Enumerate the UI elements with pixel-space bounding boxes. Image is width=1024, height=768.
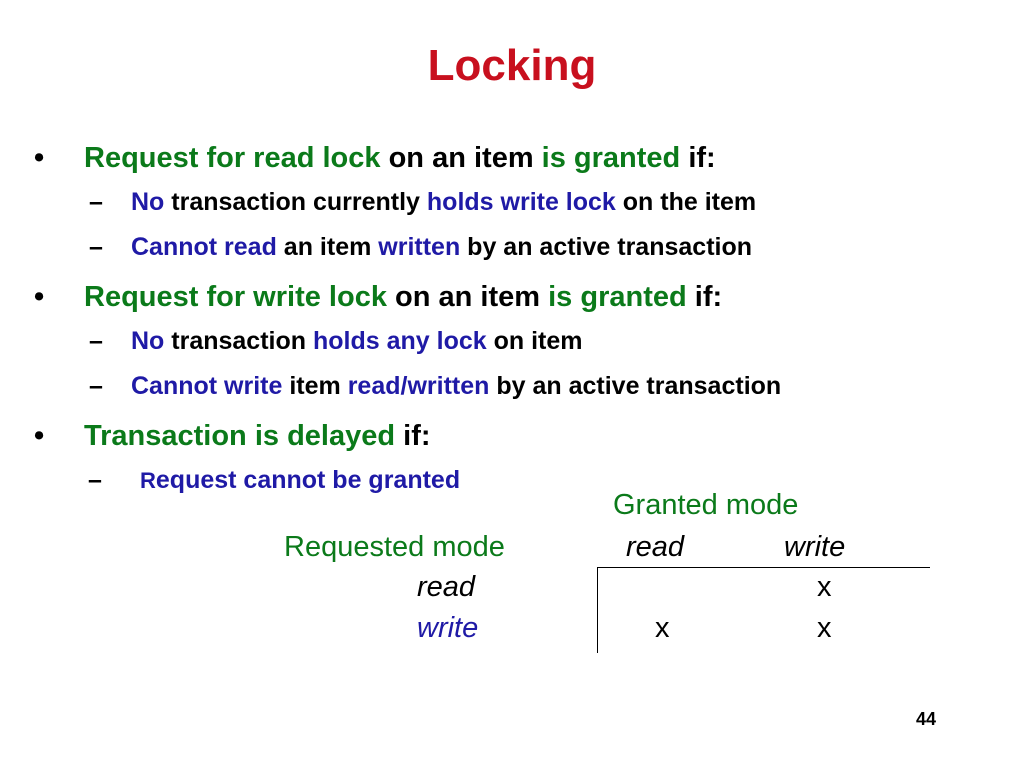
sub-bullet: – Cannot read an item written by an acti…	[89, 232, 753, 262]
sub-text-part: written	[378, 233, 461, 261]
column-header-read: read	[626, 531, 685, 563]
page-number: 44	[915, 709, 936, 729]
bullet-delayed: • Transaction is delayed if:	[34, 419, 431, 453]
dash-marker: –	[89, 188, 103, 216]
bullet-marker: •	[34, 420, 45, 452]
sub-text-part: item	[282, 372, 348, 400]
bullet-text-part: Transaction is delayed	[84, 420, 396, 452]
sub-text-part: by an active transaction	[460, 233, 753, 261]
sub-text-part: holds write lock	[426, 188, 616, 216]
bullet-marker: •	[34, 142, 45, 174]
sub-text-part: on item	[486, 327, 583, 355]
sub-text-part: read/written	[347, 372, 490, 400]
sub-text-part: holds any lock	[312, 327, 487, 355]
slide-title: Locking	[427, 41, 597, 90]
row-header-write: write	[417, 612, 479, 644]
row-header-read: read	[417, 571, 476, 603]
bullet-text-part: if:	[686, 281, 723, 313]
sub-text-part: R	[140, 468, 156, 493]
table-horizontal-rule	[597, 567, 930, 568]
requested-mode-header: Requested mode	[284, 531, 505, 563]
dash-marker: –	[89, 372, 103, 400]
sub-text-part: on the item	[615, 188, 757, 216]
bullet-read-lock: • Request for read lock on an item is gr…	[34, 141, 716, 175]
dash-marker: –	[89, 327, 103, 355]
sub-text-part: No	[131, 327, 165, 355]
table-vertical-rule	[597, 567, 598, 653]
cell-write-read: x	[655, 612, 670, 644]
dash-marker: –	[88, 466, 102, 494]
column-header-write: write	[784, 531, 846, 563]
sub-bullet: – No transaction currently holds write l…	[89, 187, 757, 217]
bullet-write-lock: • Request for write lock on an item is g…	[34, 280, 723, 314]
bullet-text-part: on an item	[380, 142, 542, 174]
bullet-text-part: is granted	[548, 281, 687, 313]
bullet-marker: •	[34, 281, 45, 313]
bullet-text-part: if:	[395, 420, 431, 452]
sub-text-part: by an active transaction	[489, 372, 782, 400]
sub-bullet: – Cannot write item read/written by an a…	[89, 371, 782, 401]
sub-bullet: – No transaction holds any lock on item	[89, 326, 583, 356]
dash-marker: –	[89, 233, 103, 261]
sub-text-part: Cannot read	[131, 233, 277, 261]
sub-bullet: – Request cannot be granted	[88, 465, 461, 496]
sub-text-part: transaction currently	[164, 188, 427, 216]
cell-write-write: x	[817, 612, 832, 644]
bullet-text-part: if:	[680, 142, 716, 174]
bullet-text-part: Request for write lock	[84, 281, 387, 313]
bullet-text-part: Request for read lock	[84, 142, 381, 174]
sub-text-part: equest cannot be granted	[155, 466, 461, 494]
cell-read-write: x	[817, 571, 832, 603]
sub-text-part: No	[131, 188, 165, 216]
bullet-text-part: on an item	[386, 281, 549, 313]
granted-mode-header: Granted mode	[613, 489, 799, 521]
sub-text-part: Cannot write	[131, 372, 283, 400]
bullet-text-part: is granted	[541, 142, 681, 174]
sub-text-part: transaction	[164, 327, 313, 355]
sub-text-part: an item	[276, 233, 379, 261]
